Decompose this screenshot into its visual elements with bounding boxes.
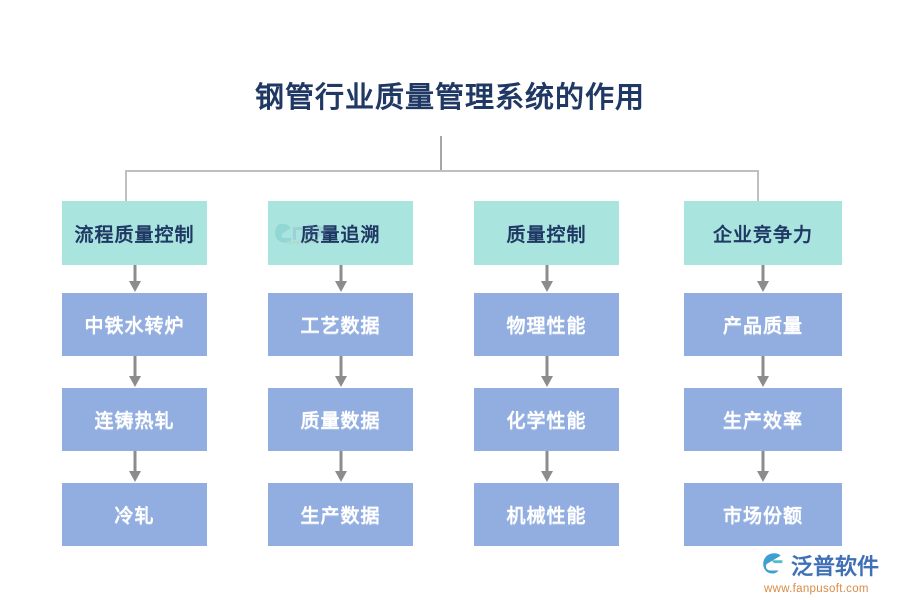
branch-step-4-3[interactable]: 市场份额 [684, 483, 842, 546]
arrow-head-icon [757, 281, 769, 292]
arrow-shaft [133, 356, 136, 378]
branch-header-1[interactable]: 流程质量控制 [62, 201, 207, 265]
arrow-shaft [545, 356, 548, 378]
branch-step-3-1[interactable]: 物理性能 [474, 293, 619, 356]
arrow-shaft [133, 451, 136, 473]
brand-row: 泛普软件 [762, 552, 879, 581]
arrow-head-icon [334, 376, 347, 387]
branch-column-2: 泛普 fanpusoft 质量追溯 工艺数据 质量数据 生产数据 [268, 201, 413, 546]
branch-step-1-1[interactable]: 中铁水转炉 [62, 293, 207, 356]
arrow-3-2 [474, 356, 619, 388]
branch-column-4: 企业竞争力 产品质量 生产效率 市场份额 [684, 201, 842, 546]
branch-step-3-3[interactable]: 机械性能 [474, 483, 619, 546]
branch-column-1: 流程质量控制 中铁水转炉 连铸热轧 冷轧 [62, 201, 207, 546]
connector-trunk-vertical [440, 136, 442, 171]
brand-logo: 泛普软件 www.fanpusoft.com [762, 552, 894, 596]
arrow-head-icon [128, 376, 141, 387]
branch-header-2-label: 质量追溯 [300, 224, 381, 246]
branch-step-3-2[interactable]: 化学性能 [474, 388, 619, 451]
arrow-4-1 [684, 265, 842, 293]
fanpu-swoosh-logo-icon [762, 552, 788, 581]
arrow-shaft [339, 265, 342, 283]
arrow-1-2 [62, 356, 207, 388]
arrow-3-3 [474, 451, 619, 483]
connector-drop-right [757, 170, 759, 202]
arrow-shaft [133, 265, 136, 283]
arrow-head-icon [128, 281, 141, 292]
arrow-shaft [761, 265, 765, 283]
branch-step-2-2[interactable]: 质量数据 [268, 388, 413, 451]
arrow-2-3 [268, 451, 413, 483]
arrow-shaft [339, 356, 342, 378]
branch-step-1-2[interactable]: 连铸热轧 [62, 388, 207, 451]
branch-column-3: 质量控制 物理性能 化学性能 机械性能 [474, 201, 619, 546]
page-title: 钢管行业质量管理系统的作用 [254, 82, 645, 114]
arrow-head-icon [334, 281, 347, 292]
branch-step-2-1[interactable]: 工艺数据 [268, 293, 413, 356]
brand-url: www.fanpusoft.com [764, 583, 869, 595]
arrow-shaft [761, 451, 765, 473]
arrow-4-3 [684, 451, 842, 483]
arrow-head-icon [540, 376, 553, 387]
arrow-head-icon [540, 471, 553, 482]
arrow-shaft [761, 356, 765, 378]
arrow-shaft [545, 451, 548, 473]
arrow-4-2 [684, 356, 842, 388]
branch-step-4-2[interactable]: 生产效率 [684, 388, 842, 451]
arrow-head-icon [334, 471, 347, 482]
branch-step-1-3[interactable]: 冷轧 [62, 483, 207, 546]
branch-header-4[interactable]: 企业竞争力 [684, 201, 842, 265]
brand-name: 泛普软件 [791, 553, 880, 579]
arrow-shaft [339, 451, 342, 473]
connector-drop-left [125, 170, 127, 202]
arrow-1-3 [62, 451, 207, 483]
arrow-head-icon [757, 376, 769, 387]
arrow-1-1 [62, 265, 207, 293]
branch-step-4-1[interactable]: 产品质量 [684, 293, 842, 356]
arrow-head-icon [540, 281, 553, 292]
arrow-head-icon [757, 471, 769, 482]
branch-step-2-3[interactable]: 生产数据 [268, 483, 413, 546]
arrow-3-1 [474, 265, 619, 293]
arrow-head-icon [128, 471, 141, 482]
connector-horizontal-bar [125, 170, 759, 172]
arrow-2-2 [268, 356, 413, 388]
branch-header-3[interactable]: 质量控制 [474, 201, 619, 265]
arrow-2-1 [268, 265, 413, 293]
branch-header-2[interactable]: 泛普 fanpusoft 质量追溯 [268, 201, 413, 265]
arrow-shaft [545, 265, 548, 283]
